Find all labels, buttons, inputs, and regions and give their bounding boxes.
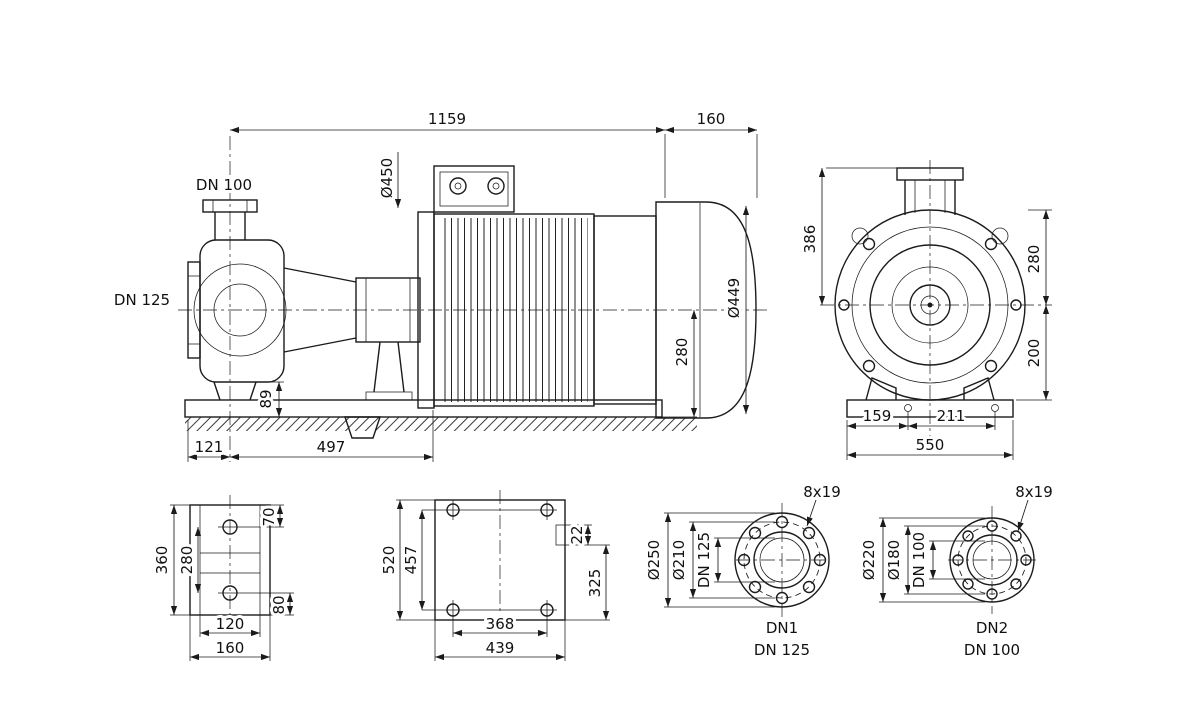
dim-flange1-outer: Ø250 xyxy=(645,540,663,580)
dim-base-length: 520 xyxy=(380,546,398,575)
dim-foot-width-outer: 160 xyxy=(216,639,245,657)
anchor-hole-icon xyxy=(904,404,912,412)
dim-flange2-outer: Ø220 xyxy=(860,540,878,580)
cable-gland-icon xyxy=(487,177,505,195)
discharge-flange xyxy=(202,199,258,240)
dim-base-width: 550 xyxy=(916,436,945,454)
foundation-hatching xyxy=(185,417,697,431)
dim-flange1-nominal: DN 125 xyxy=(695,532,713,588)
dim-base-rib: 22 xyxy=(568,525,586,544)
fan-cover xyxy=(655,201,757,419)
dim-foot-length: 360 xyxy=(153,546,171,575)
side-view: 1159 160 DN 100 DN 125 Ø450 Ø449 280 89 … xyxy=(111,107,770,462)
dim-fan-length: 160 xyxy=(697,110,726,128)
clamp-lug-icon xyxy=(991,227,1009,245)
cover-bolts xyxy=(838,227,1022,373)
pump-casing xyxy=(187,239,287,401)
dim-shaft-height: 280 xyxy=(673,338,691,367)
bolt-callout-dn1: 8x19 xyxy=(803,483,841,501)
dim-anchor-left: 159 xyxy=(863,407,892,425)
dim-flange2-bolt-circle: Ø180 xyxy=(885,540,903,580)
flange-detail-dn2: 8x19 Ø220 Ø180 DN 100 DN2 DN 100 xyxy=(857,480,1056,662)
front-feet-baseplate xyxy=(846,377,1014,418)
dim-base-hole-spacing: 457 xyxy=(402,546,420,575)
vibration-absorber xyxy=(344,416,381,439)
label-suction-dn: DN 125 xyxy=(114,291,170,309)
label-discharge-dn: DN 100 xyxy=(196,176,252,194)
clamp-lug-icon xyxy=(851,227,869,245)
dim-foot-span: 497 xyxy=(317,438,346,456)
dim-foot-top-offset: 70 xyxy=(260,507,278,526)
terminal-box xyxy=(433,165,515,213)
pump-foot-plan: 360 280 70 80 120 160 xyxy=(150,495,294,661)
front-centerlines xyxy=(820,160,1052,448)
dim-height-base: 200 xyxy=(1025,339,1043,368)
motor xyxy=(417,165,757,419)
dim-foot-height: 89 xyxy=(257,389,275,408)
flange-bolt-holes xyxy=(952,520,1032,600)
dim-flange2-nominal: DN 100 xyxy=(910,532,928,588)
flange-bolt-holes xyxy=(737,515,827,605)
dim-base-hole-width: 368 xyxy=(486,615,515,633)
bolt-circle xyxy=(743,521,821,599)
front-view-dimensions: 386 280 200 159 211 550 xyxy=(798,167,1052,460)
dim-height-top: 386 xyxy=(801,225,819,254)
dim-foot-hole-spacing: 280 xyxy=(178,546,196,575)
dim-flange-offset: 121 xyxy=(195,438,224,456)
cable-gland-icon xyxy=(449,177,467,195)
front-view: 386 280 200 159 211 550 xyxy=(798,160,1052,460)
baseplate xyxy=(184,399,697,439)
dim-total-length: 1159 xyxy=(428,110,466,128)
suction-flange xyxy=(187,261,201,359)
port1-label: DN1 xyxy=(766,619,798,637)
bearing-bracket xyxy=(283,267,421,401)
motor-fins xyxy=(442,218,588,402)
dim-height-upper: 280 xyxy=(1025,245,1043,274)
port2-label: DN2 xyxy=(976,619,1008,637)
dim-base-width-outer: 439 xyxy=(486,639,515,657)
port1-size: DN 125 xyxy=(754,641,810,659)
dim-foot-bottom-offset: 80 xyxy=(270,595,288,614)
bolt-circle xyxy=(957,525,1027,595)
dim-foot-width-inner: 120 xyxy=(216,615,245,633)
dim-flange1-bolt-circle: Ø210 xyxy=(670,540,688,580)
port2-size: DN 100 xyxy=(964,641,1020,659)
side-view-dimensions: 1159 160 DN 100 DN 125 Ø450 Ø449 280 89 … xyxy=(111,107,758,462)
motor-foot-plan: 520 457 22 325 368 439 xyxy=(377,490,610,661)
flange-detail-dn1: 8x19 Ø250 Ø210 DN 125 DN1 DN 125 xyxy=(642,480,844,662)
dim-base-lower-span: 325 xyxy=(586,569,604,598)
dim-anchor-right: 211 xyxy=(937,407,966,425)
dim-flange-dia: Ø450 xyxy=(378,158,396,198)
anchor-hole-icon xyxy=(991,404,999,412)
dim-motor-dia: Ø449 xyxy=(725,278,743,318)
discharge-end-view xyxy=(896,167,964,215)
bolt-callout-dn2: 8x19 xyxy=(1015,483,1053,501)
